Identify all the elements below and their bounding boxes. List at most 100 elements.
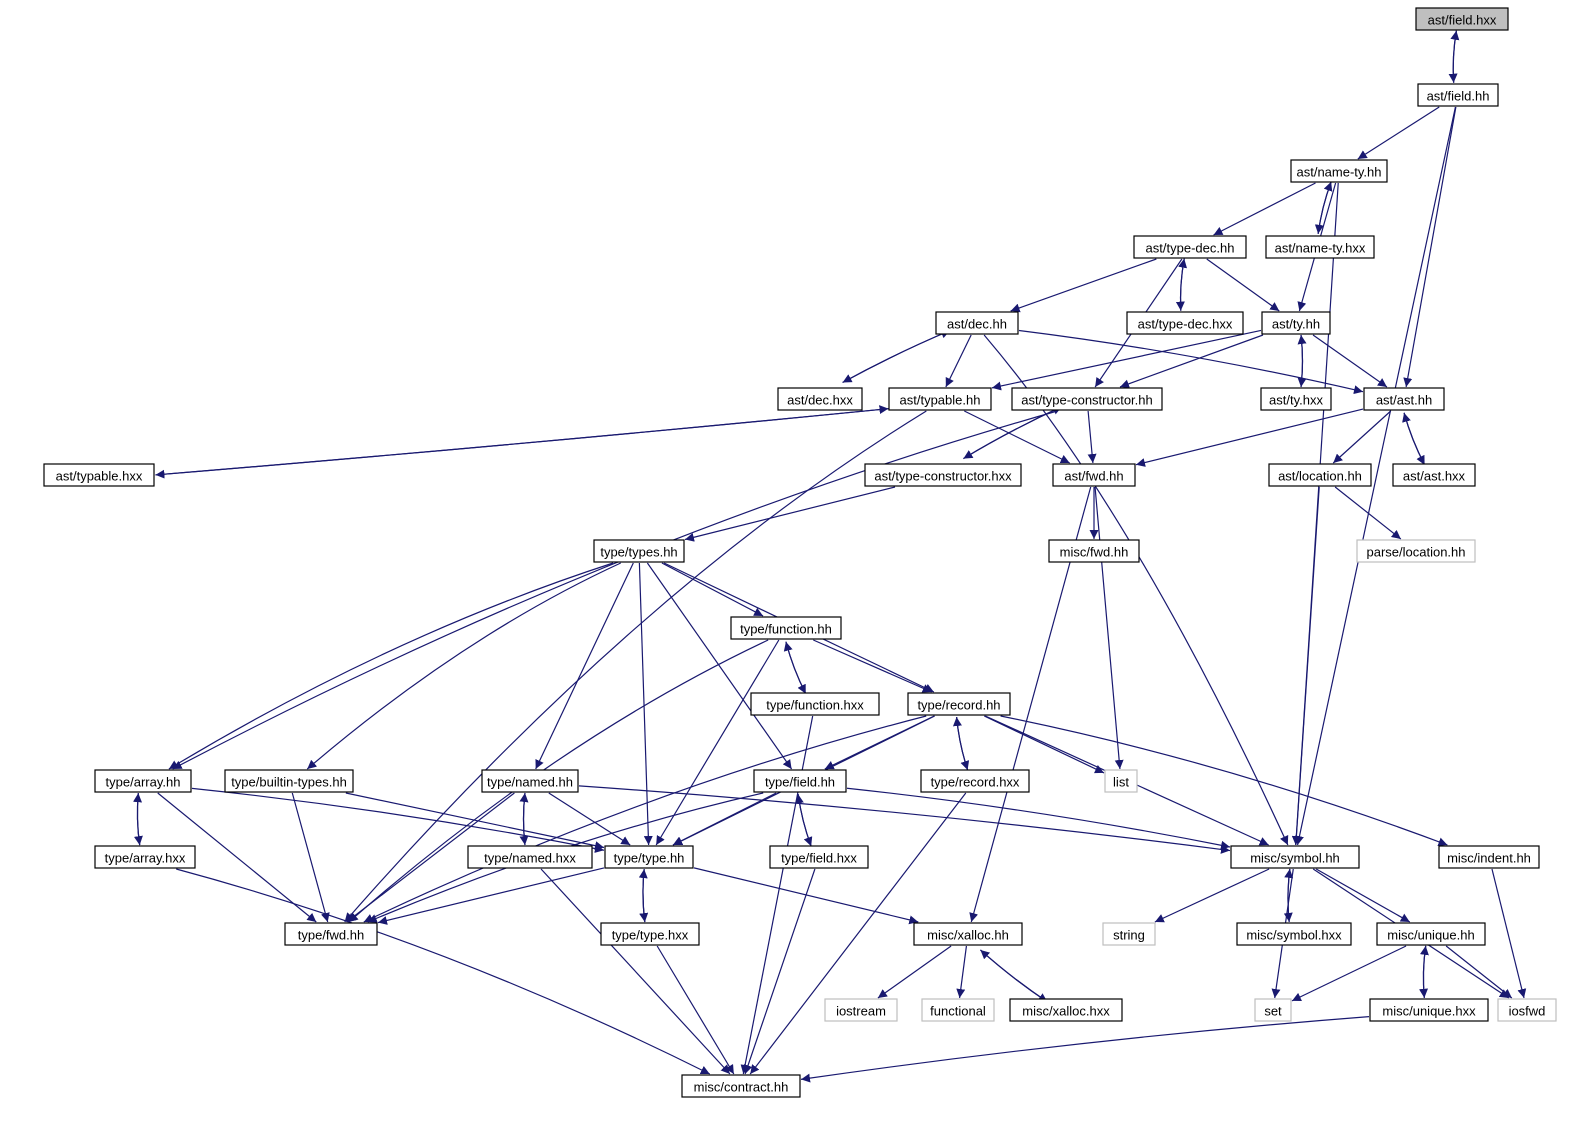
graph-node-type-type-hxx[interactable]: type/type.hxx bbox=[600, 922, 700, 946]
graph-node-ast-typable-hh[interactable]: ast/typable.hh bbox=[888, 387, 992, 411]
graph-node-misc-xalloc-hxx[interactable]: misc/xalloc.hxx bbox=[1009, 998, 1123, 1022]
dependency-edge-n38-n42 bbox=[877, 945, 952, 999]
dependency-edge-n14-n10 bbox=[963, 406, 1063, 460]
graph-node-type-builtin-types-hh[interactable]: type/builtin-types.hh bbox=[224, 769, 354, 793]
node-label: misc/symbol.hxx bbox=[1246, 928, 1342, 943]
graph-node-ast-location-hh[interactable]: ast/location.hh bbox=[1268, 463, 1372, 487]
graph-node-ast-field-hh[interactable]: ast/field.hh bbox=[1417, 83, 1499, 107]
graph-node-ast-dec-hxx[interactable]: ast/dec.hxx bbox=[777, 387, 863, 411]
node-label: ast/dec.hxx bbox=[787, 393, 853, 408]
dependency-edge-n32-n38 bbox=[693, 867, 919, 925]
node-label: ast/type-dec.hh bbox=[1146, 241, 1235, 256]
dependency-edge-n37-n32 bbox=[638, 869, 648, 923]
graph-node-misc-indent-hh[interactable]: misc/indent.hh bbox=[1438, 845, 1540, 869]
node-box bbox=[1497, 998, 1557, 1022]
node-label: string bbox=[1113, 928, 1145, 943]
graph-node-type-named-hh[interactable]: type/named.hh bbox=[481, 769, 579, 793]
graph-node-misc-symbol-hh[interactable]: misc/symbol.hh bbox=[1230, 845, 1360, 869]
dependency-edge-n24-n32 bbox=[191, 787, 605, 853]
dependency-edge-n23-n28 bbox=[956, 716, 970, 771]
graph-node-ast-fwd-hh[interactable]: ast/fwd.hh bbox=[1052, 463, 1136, 487]
node-layer: ast/field.hxx ast/field.hh ast/name-ty.hh a… bbox=[43, 7, 1557, 1098]
graph-node-type-record-hh[interactable]: type/record.hh bbox=[907, 692, 1011, 716]
node-box bbox=[1230, 845, 1360, 869]
node-label: type/builtin-types.hh bbox=[231, 775, 347, 790]
dependency-edge-n35-n47 bbox=[1491, 868, 1527, 999]
dependency-edge-n44-n38 bbox=[980, 949, 1048, 1003]
graph-node-type-fwd-hh[interactable]: type/fwd.hh bbox=[284, 922, 378, 946]
node-box bbox=[921, 998, 995, 1022]
node-box bbox=[1261, 311, 1331, 335]
dependency-edge-n41-n47 bbox=[1445, 945, 1513, 999]
node-box bbox=[1369, 998, 1489, 1022]
dependency-edge-n21-n22 bbox=[785, 641, 807, 695]
node-label: type/named.hh bbox=[487, 775, 573, 790]
graph-node-ast-type-constructor-hh[interactable]: ast/type-constructor.hh bbox=[1011, 387, 1163, 411]
dependency-edge-n33-n27 bbox=[794, 794, 812, 847]
node-label: type/record.hxx bbox=[931, 775, 1020, 790]
graph-node-ast-type-constructor-hxx[interactable]: ast/type-constructor.hxx bbox=[864, 463, 1022, 487]
graph-node-ast-typable-hxx[interactable]: ast/typable.hxx bbox=[43, 463, 155, 487]
graph-node-type-record-hxx[interactable]: type/record.hxx bbox=[920, 769, 1030, 793]
node-label: ast/field.hxx bbox=[1428, 13, 1497, 28]
graph-node-misc-unique-hh[interactable]: misc/unique.hh bbox=[1376, 922, 1486, 946]
graph-node-type-field-hxx[interactable]: type/field.hxx bbox=[769, 845, 869, 869]
node-box bbox=[935, 311, 1019, 335]
node-label: parse/location.hh bbox=[1366, 545, 1465, 560]
graph-node-type-function-hh[interactable]: type/function.hh bbox=[730, 616, 842, 640]
dependency-edge-n38-n44 bbox=[980, 949, 1048, 1003]
dependency-edge-n4-n2 bbox=[1317, 181, 1333, 234]
graph-node-ast-ast-hh[interactable]: ast/ast.hh bbox=[1363, 387, 1445, 411]
node-box bbox=[1417, 83, 1499, 107]
node-label: ast/fwd.hh bbox=[1064, 469, 1123, 484]
edge-layer bbox=[133, 30, 1527, 1083]
graph-node-type-field-hh[interactable]: type/field.hh bbox=[753, 769, 847, 793]
graph-node-type-array-hxx[interactable]: type/array.hxx bbox=[94, 845, 196, 869]
dependency-edge-n9-n36 bbox=[344, 410, 927, 923]
graph-node-misc-symbol-hxx[interactable]: misc/symbol.hxx bbox=[1236, 922, 1352, 946]
graph-node-misc-unique-hxx[interactable]: misc/unique.hxx bbox=[1369, 998, 1489, 1022]
node-box bbox=[1102, 922, 1156, 946]
dependency-edge-n1-n0 bbox=[1450, 30, 1460, 83]
node-box bbox=[913, 922, 1023, 946]
dependency-edge-n10-n15 bbox=[1087, 410, 1097, 464]
dependency-edge-n30-n24 bbox=[133, 793, 143, 846]
node-label: iostream bbox=[836, 1004, 886, 1019]
node-box bbox=[888, 387, 992, 411]
graph-node-ast-ty-hh[interactable]: ast/ty.hh bbox=[1261, 311, 1331, 335]
graph-node-misc-contract-hh[interactable]: misc/contract.hh bbox=[681, 1074, 801, 1098]
graph-node-misc-fwd-hh[interactable]: misc/fwd.hh bbox=[1048, 539, 1140, 563]
graph-node-type-array-hh[interactable]: type/array.hh bbox=[94, 769, 192, 793]
graph-node-ast-name-ty-hxx[interactable]: ast/name-ty.hxx bbox=[1265, 235, 1375, 259]
node-label: ast/type-dec.hxx bbox=[1138, 317, 1233, 332]
node-box bbox=[604, 845, 694, 869]
graph-node-misc-xalloc-hh[interactable]: misc/xalloc.hh bbox=[913, 922, 1023, 946]
node-label: misc/xalloc.hh bbox=[927, 928, 1009, 943]
graph-node-type-function-hxx[interactable]: type/function.hxx bbox=[750, 692, 880, 716]
dependency-edge-n3-n7 bbox=[1206, 258, 1280, 312]
node-box bbox=[1254, 998, 1292, 1022]
node-box bbox=[681, 1074, 801, 1098]
graph-node-ast-type-dec-hh[interactable]: ast/type-dec.hh bbox=[1133, 235, 1247, 259]
graph-node-ast-ast-hxx[interactable]: ast/ast.hxx bbox=[1392, 463, 1476, 487]
graph-node-ast-dec-hh[interactable]: ast/dec.hh bbox=[935, 311, 1019, 335]
graph-node-parse-location-hh: parse/location.hh bbox=[1356, 539, 1476, 563]
node-box bbox=[1048, 539, 1140, 563]
graph-node-ast-type-dec-hxx[interactable]: ast/type-dec.hxx bbox=[1126, 311, 1244, 335]
node-label: ast/name-ty.hh bbox=[1296, 165, 1381, 180]
graph-node-ast-ty-hxx[interactable]: ast/ty.hxx bbox=[1260, 387, 1332, 411]
node-box bbox=[1126, 311, 1244, 335]
node-label: type/types.hh bbox=[600, 545, 677, 560]
dependency-edge-n27-n33 bbox=[797, 794, 813, 847]
node-label: misc/symbol.hh bbox=[1250, 851, 1340, 866]
graph-node-type-types-hh[interactable]: type/types.hh bbox=[593, 539, 685, 563]
graph-node-ast-field-hxx[interactable]: ast/field.hxx bbox=[1415, 7, 1509, 31]
graph-node-type-type-hh[interactable]: type/type.hh bbox=[604, 845, 694, 869]
node-box bbox=[1438, 845, 1540, 869]
graph-node-ast-name-ty-hh[interactable]: ast/name-ty.hh bbox=[1290, 159, 1388, 183]
node-label: ast/ast.hxx bbox=[1403, 469, 1466, 484]
graph-node-type-named-hxx[interactable]: type/named.hxx bbox=[467, 845, 593, 869]
dependency-edge-n27-n32 bbox=[672, 792, 777, 846]
node-box bbox=[224, 769, 354, 793]
